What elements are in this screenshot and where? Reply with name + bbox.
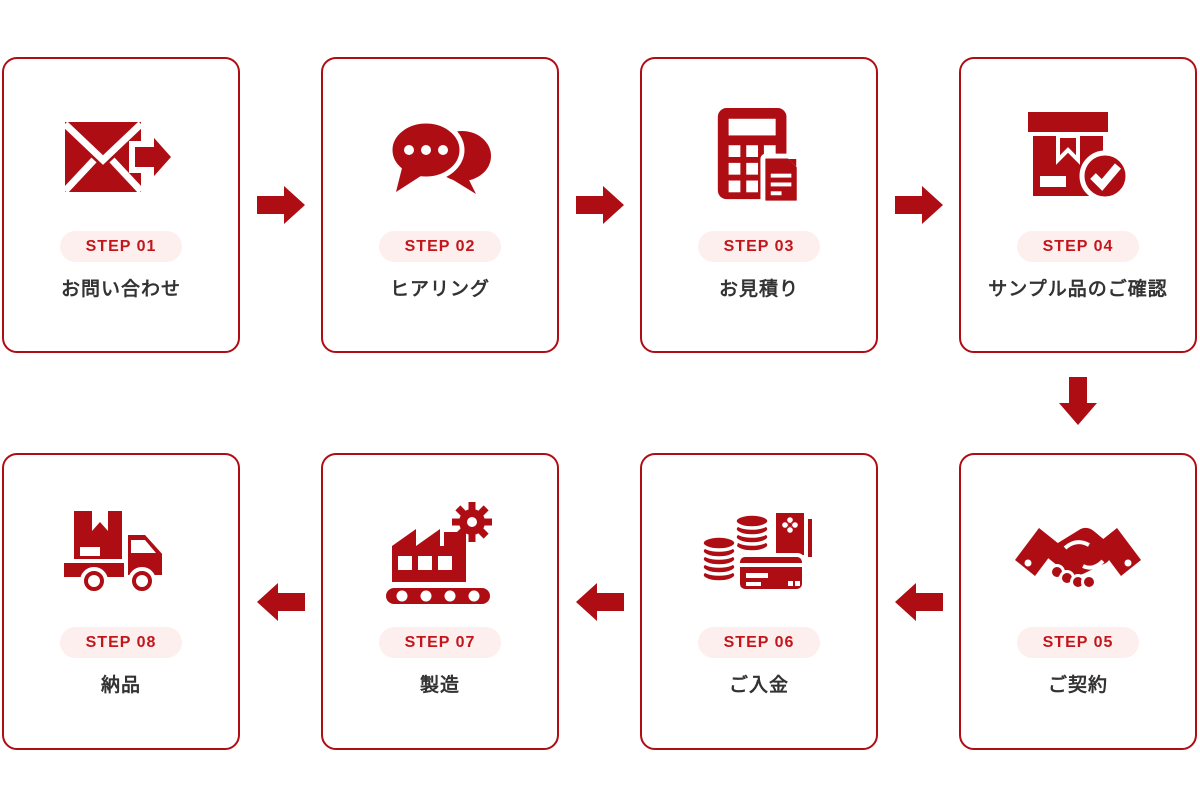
step-card-3: STEP 03 お見積り (640, 57, 878, 353)
step-badge: STEP 01 (59, 231, 183, 262)
step-label: サンプル品のご確認 (988, 279, 1168, 300)
flow-arrow-right-icon (240, 186, 321, 224)
flow-arrow-left-icon (878, 582, 959, 621)
chat-icon (360, 109, 520, 205)
step-badge: STEP 03 (697, 231, 821, 262)
delivery-truck-icon (41, 505, 201, 601)
flow-arrow-right-icon (878, 186, 959, 224)
flow-arrow-right-icon (559, 186, 640, 224)
step-label: ご入金 (728, 675, 789, 696)
flow-row-bottom: STEP 08 納品 (2, 453, 1198, 750)
step-badge: STEP 08 (59, 627, 183, 658)
step-label: お問い合わせ (60, 279, 181, 300)
step-badge: STEP 06 (697, 627, 821, 658)
step-card-5: STEP 05 ご契約 (959, 453, 1197, 750)
step-card-4: STEP 04 サンプル品のご確認 (959, 57, 1197, 353)
step-label: 製造 (419, 675, 460, 696)
handshake-icon (998, 505, 1158, 601)
mail-send-icon (41, 109, 201, 205)
step-badge: STEP 02 (378, 231, 502, 262)
step-card-8: STEP 08 納品 (2, 453, 240, 750)
step-card-7: STEP 07 製造 (321, 453, 559, 750)
step-card-2: STEP 02 ヒアリング (321, 57, 559, 353)
calculator-quote-icon (679, 107, 839, 206)
step-badge: STEP 05 (1016, 627, 1140, 658)
step-card-1: STEP 01 お問い合わせ (2, 57, 240, 353)
flow-row-top: STEP 01 お問い合わせ STEP 02 ヒアリング (2, 57, 1198, 353)
step-card-6: STEP 06 ご入金 (640, 453, 878, 750)
flow-arrow-left-icon (559, 582, 640, 621)
payment-icon (679, 505, 839, 601)
step-label: お見積り (718, 279, 799, 300)
step-label: ヒアリング (389, 279, 490, 300)
step-label: 納品 (100, 675, 141, 696)
flow-arrow-down-icon (1059, 377, 1097, 425)
step-badge: STEP 04 (1016, 231, 1140, 262)
flow-arrow-left-icon (240, 582, 321, 621)
package-check-icon (998, 109, 1158, 205)
step-badge: STEP 07 (378, 627, 502, 658)
factory-icon (360, 502, 520, 604)
step-label: ご契約 (1047, 675, 1108, 696)
